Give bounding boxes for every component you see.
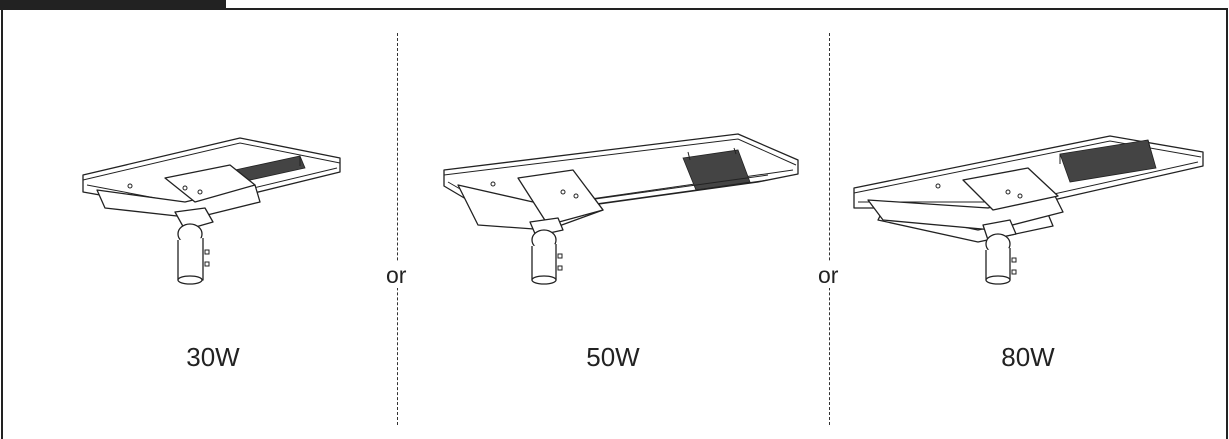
or-label-2: or: [816, 262, 841, 288]
street-light-50w-illustration: [443, 133, 799, 285]
diagram-frame: [1, 8, 1228, 439]
divider-1: [397, 33, 398, 425]
divider-2: [829, 33, 830, 425]
street-light-30w-illustration: [82, 137, 341, 285]
label-50w: 50W: [586, 342, 640, 372]
label-80w: 80W: [1001, 342, 1055, 372]
street-light-80w-illustration: [853, 135, 1204, 285]
or-label-1: or: [384, 262, 409, 288]
label-30w: 30W: [186, 342, 240, 372]
header-tab: [0, 0, 226, 10]
